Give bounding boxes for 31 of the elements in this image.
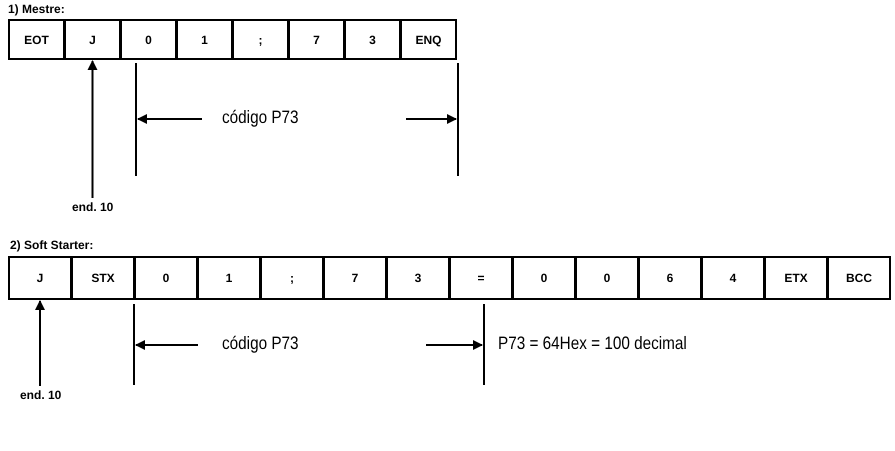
frame-byte-cell: J [64,19,121,60]
address-label: end. 10 [72,200,114,214]
frame-byte-cell: 4 [701,256,765,300]
frame-byte-cell: = [449,256,513,300]
frame-byte-cell: BCC [827,256,891,300]
frame-byte-cell: 6 [638,256,702,300]
arrow [88,60,98,198]
frame-byte-cell: EOT [8,19,65,60]
frame-byte-cell: ETX [764,256,828,300]
frame-byte-cell: STX [71,256,135,300]
frame-byte-cell: 0 [512,256,576,300]
field-label: código P73 [222,107,299,128]
frame-byte-cell: 1 [176,19,233,60]
frame-heading: 1) Mestre: [8,2,65,16]
frame-byte-cell: J [8,256,72,300]
frame-byte-cell: 0 [120,19,177,60]
frame-byte-cell: ; [260,256,324,300]
frame-byte-cell: 7 [288,19,345,60]
frame-byte-cell: 3 [344,19,401,60]
frame-byte-cell: 0 [575,256,639,300]
frame-byte-cell: 0 [134,256,198,300]
frame-byte-cell: 3 [386,256,450,300]
field-label: código P73 [222,333,299,354]
frame-byte-cell: 7 [323,256,387,300]
address-label: end. 10 [20,388,62,402]
frame-byte-cell: ; [232,19,289,60]
frame-byte-cell: ENQ [400,19,457,60]
frame-byte-cell: 1 [197,256,261,300]
value-note: P73 = 64Hex = 100 decimal [498,333,687,354]
frame-heading: 2) Soft Starter: [10,238,94,252]
arrow [35,300,45,386]
